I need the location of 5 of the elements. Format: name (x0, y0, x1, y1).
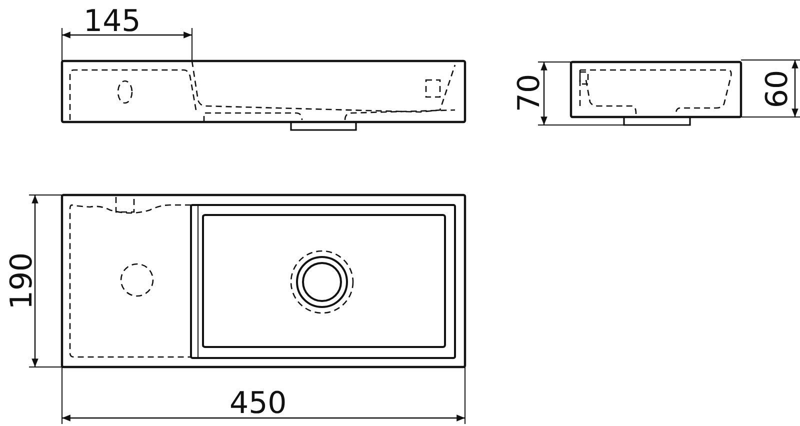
dimension-label: 70 (515, 74, 546, 112)
dimension-label: 450 (230, 389, 287, 419)
dimension-label: 145 (84, 7, 141, 37)
dimension-label: 60 (763, 70, 794, 108)
dimension-label: 190 (7, 252, 38, 310)
